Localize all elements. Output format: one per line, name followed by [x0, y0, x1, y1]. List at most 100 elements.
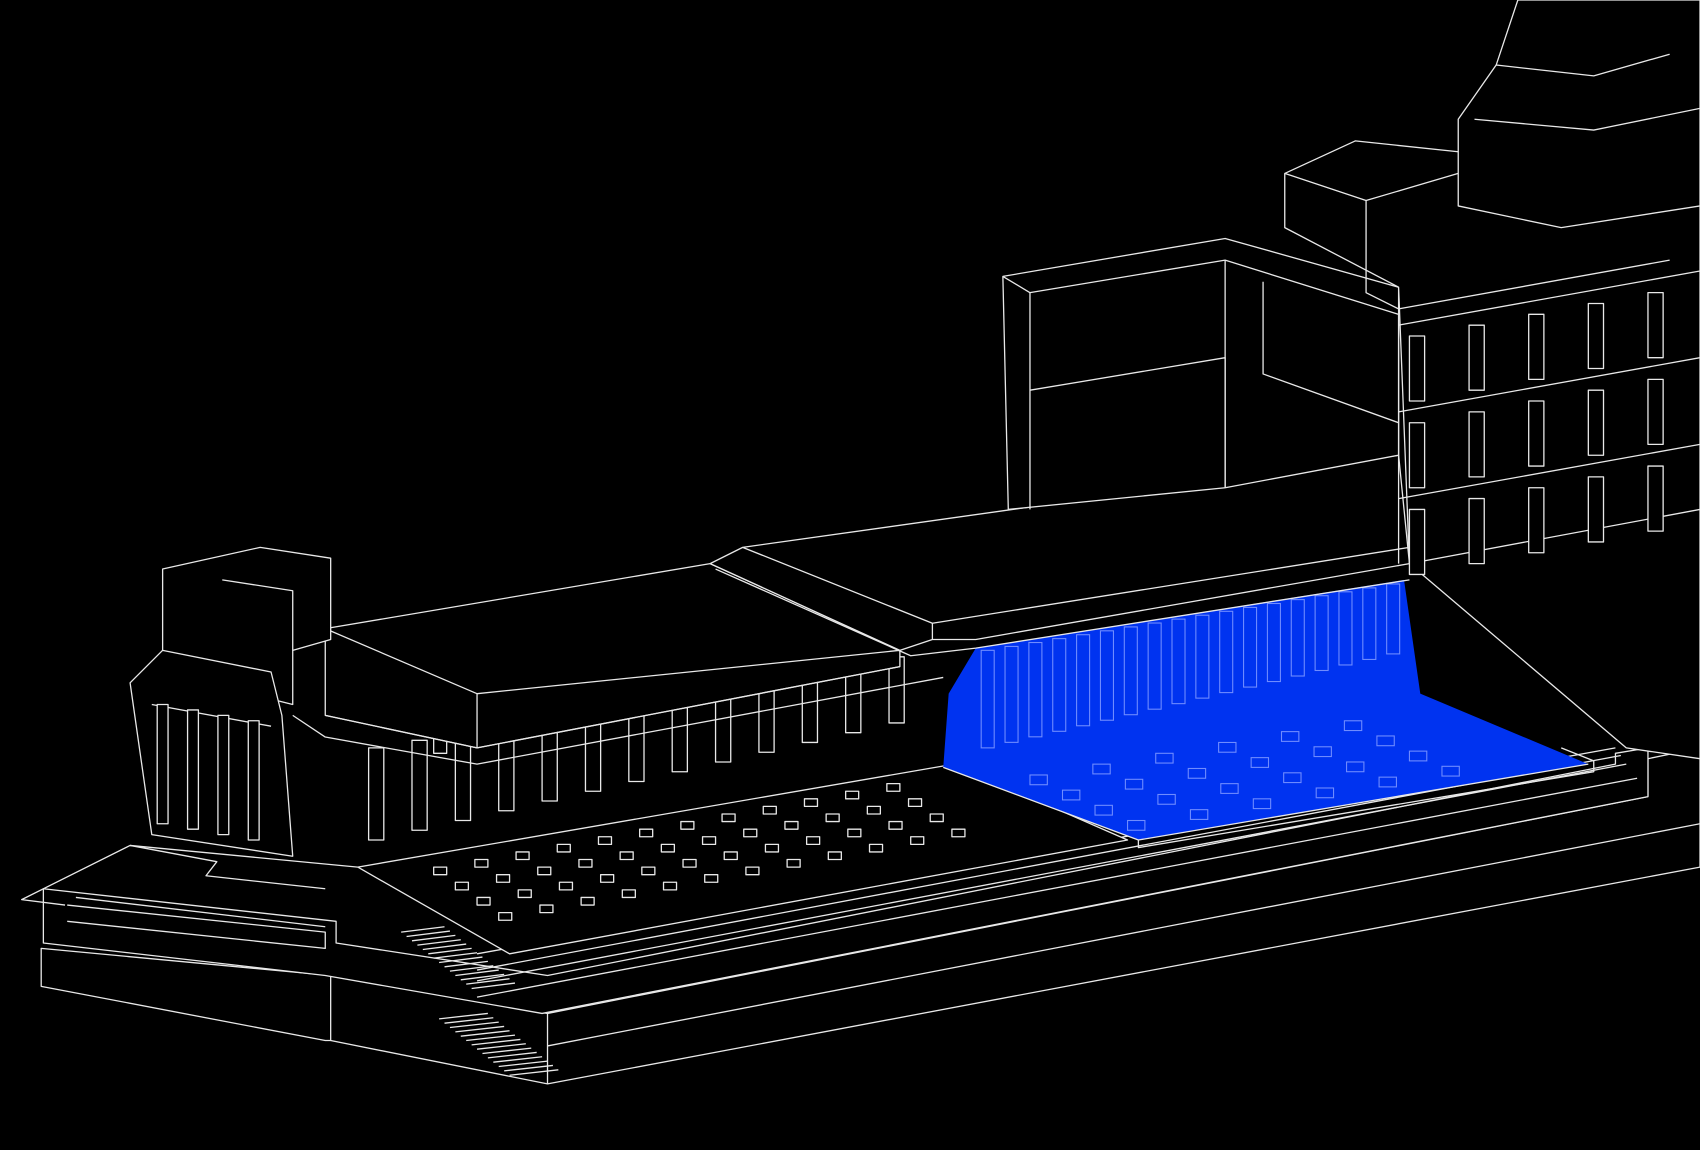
floor-block [1343, 720, 1363, 732]
stair-step [482, 1047, 532, 1055]
column [1587, 302, 1605, 370]
floor-block [454, 881, 470, 891]
floor-block [1346, 761, 1365, 773]
floor-block [786, 858, 801, 868]
floor-block [680, 820, 695, 830]
floor-block [1189, 809, 1209, 820]
floor-block [1029, 774, 1048, 786]
column [1528, 313, 1545, 381]
floor-block [517, 889, 532, 899]
stair-step [509, 1069, 559, 1076]
floor-block [1315, 787, 1335, 799]
floor-block [1220, 783, 1239, 794]
floor-block [1378, 776, 1397, 788]
floor-block [762, 805, 777, 815]
floor-block [578, 858, 593, 868]
stair-step [504, 1064, 554, 1072]
floor-block [745, 866, 760, 876]
floor-block [580, 896, 595, 906]
floor-block [1313, 746, 1332, 758]
floor-block [888, 820, 903, 830]
stair-step [401, 926, 445, 933]
gopuram-tower [1284, 0, 1700, 760]
column [1123, 626, 1138, 716]
floor-block [866, 805, 882, 815]
upper-hall-block [1002, 237, 1400, 511]
floor-block [805, 836, 821, 845]
floor-block [498, 911, 513, 921]
floor-block [721, 813, 736, 823]
floor-block [825, 813, 840, 823]
stair-step [417, 939, 461, 946]
stair-step [449, 1021, 499, 1029]
floor-block [1061, 789, 1081, 801]
floor-block [1252, 798, 1272, 810]
floor-block [907, 798, 923, 808]
stair-step [439, 956, 483, 964]
stair-step [449, 965, 494, 972]
column [247, 720, 260, 841]
stair-step [406, 930, 451, 938]
column [1243, 606, 1258, 688]
left-gateway [129, 649, 294, 857]
stair-step [433, 952, 478, 959]
floor-block [433, 866, 448, 876]
stair-step [411, 934, 456, 942]
floor-block [764, 843, 780, 853]
floor-block [929, 813, 944, 823]
column [1028, 641, 1043, 738]
column [1647, 291, 1664, 359]
floor-block [495, 874, 511, 883]
floor-block [1218, 741, 1237, 753]
floor-block [701, 836, 717, 845]
column [1408, 508, 1426, 576]
column [1195, 614, 1210, 699]
column [1147, 622, 1162, 710]
floor-block [1187, 767, 1207, 779]
floor-block [476, 896, 491, 906]
floor-block [474, 858, 489, 868]
floor-block [784, 820, 799, 830]
floor-block [1094, 804, 1113, 816]
floor-block [1376, 735, 1395, 747]
floor-block [845, 790, 860, 800]
floor-block [1441, 765, 1460, 777]
column [1362, 587, 1377, 660]
column [1004, 645, 1019, 743]
column [1587, 389, 1605, 456]
floor-block [621, 889, 636, 899]
column [1468, 324, 1485, 391]
column [1647, 378, 1664, 446]
floor-block [539, 904, 554, 914]
column [1052, 638, 1067, 732]
stair-step [455, 969, 499, 977]
floor-block [639, 828, 654, 838]
stair-step [444, 1017, 494, 1024]
stair-step [471, 982, 516, 990]
floor-block [868, 843, 884, 853]
column [980, 649, 995, 749]
column [1468, 411, 1485, 478]
floor-blocks [433, 782, 966, 921]
column [1528, 400, 1545, 467]
floor-block [1283, 772, 1302, 784]
floor-block [619, 851, 634, 861]
floor-block [1408, 750, 1428, 762]
column [1338, 591, 1353, 666]
column [1408, 422, 1426, 489]
floor-block [597, 836, 613, 845]
column [156, 703, 169, 825]
column [1528, 487, 1545, 554]
stairs [401, 926, 559, 1076]
column [217, 714, 230, 836]
floor-block [1280, 731, 1300, 742]
floor-block [1127, 819, 1146, 831]
column [1408, 335, 1426, 402]
highlighted-hall [943, 579, 1595, 849]
stair-step [460, 973, 505, 981]
column [1099, 630, 1114, 721]
stair-step [476, 1043, 526, 1050]
floor-block [1157, 793, 1176, 805]
floor-block [827, 851, 842, 861]
floor-block [803, 798, 819, 808]
